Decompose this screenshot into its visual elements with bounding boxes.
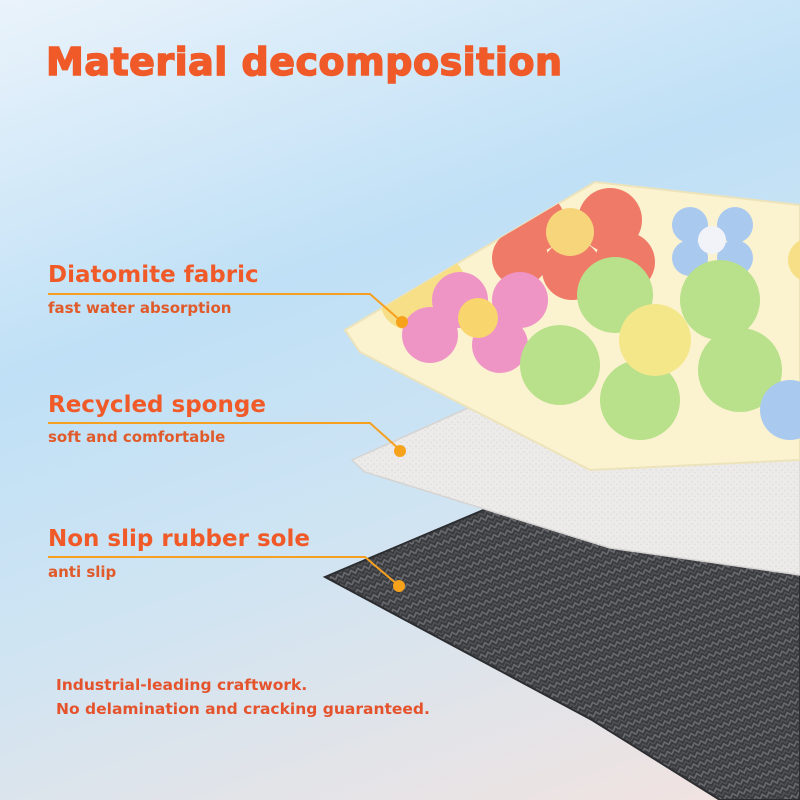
page-title: Material decomposition: [45, 39, 563, 85]
blue-flower-large: [760, 238, 800, 440]
layer-desc-sponge: soft and comfortable: [48, 428, 226, 446]
footer-line-1: Industrial-leading craftwork.: [56, 676, 308, 694]
green-flower: [520, 257, 782, 440]
pink-flower: [402, 272, 548, 373]
layer-desc-fabric: fast water absorption: [48, 299, 232, 317]
marker-dot-fabric: [396, 316, 408, 328]
layer-label-sponge: Recycled sponge: [48, 392, 266, 418]
layer-label-fabric: Diatomite fabric: [48, 262, 259, 288]
layer-label-rubber: Non slip rubber sole: [48, 526, 310, 552]
marker-dot-rubber: [393, 580, 405, 592]
leader-lines: [48, 293, 403, 586]
diatomite-fabric-layer: [343, 180, 800, 472]
marker-dot-sponge: [394, 445, 406, 457]
footer-line-2: No delamination and cracking guaranteed.: [56, 700, 430, 718]
footer-note: Industrial-leading craftwork. No delamin…: [56, 673, 430, 721]
blue-flower-small: [672, 207, 753, 276]
layer-desc-rubber: anti slip: [48, 563, 117, 581]
